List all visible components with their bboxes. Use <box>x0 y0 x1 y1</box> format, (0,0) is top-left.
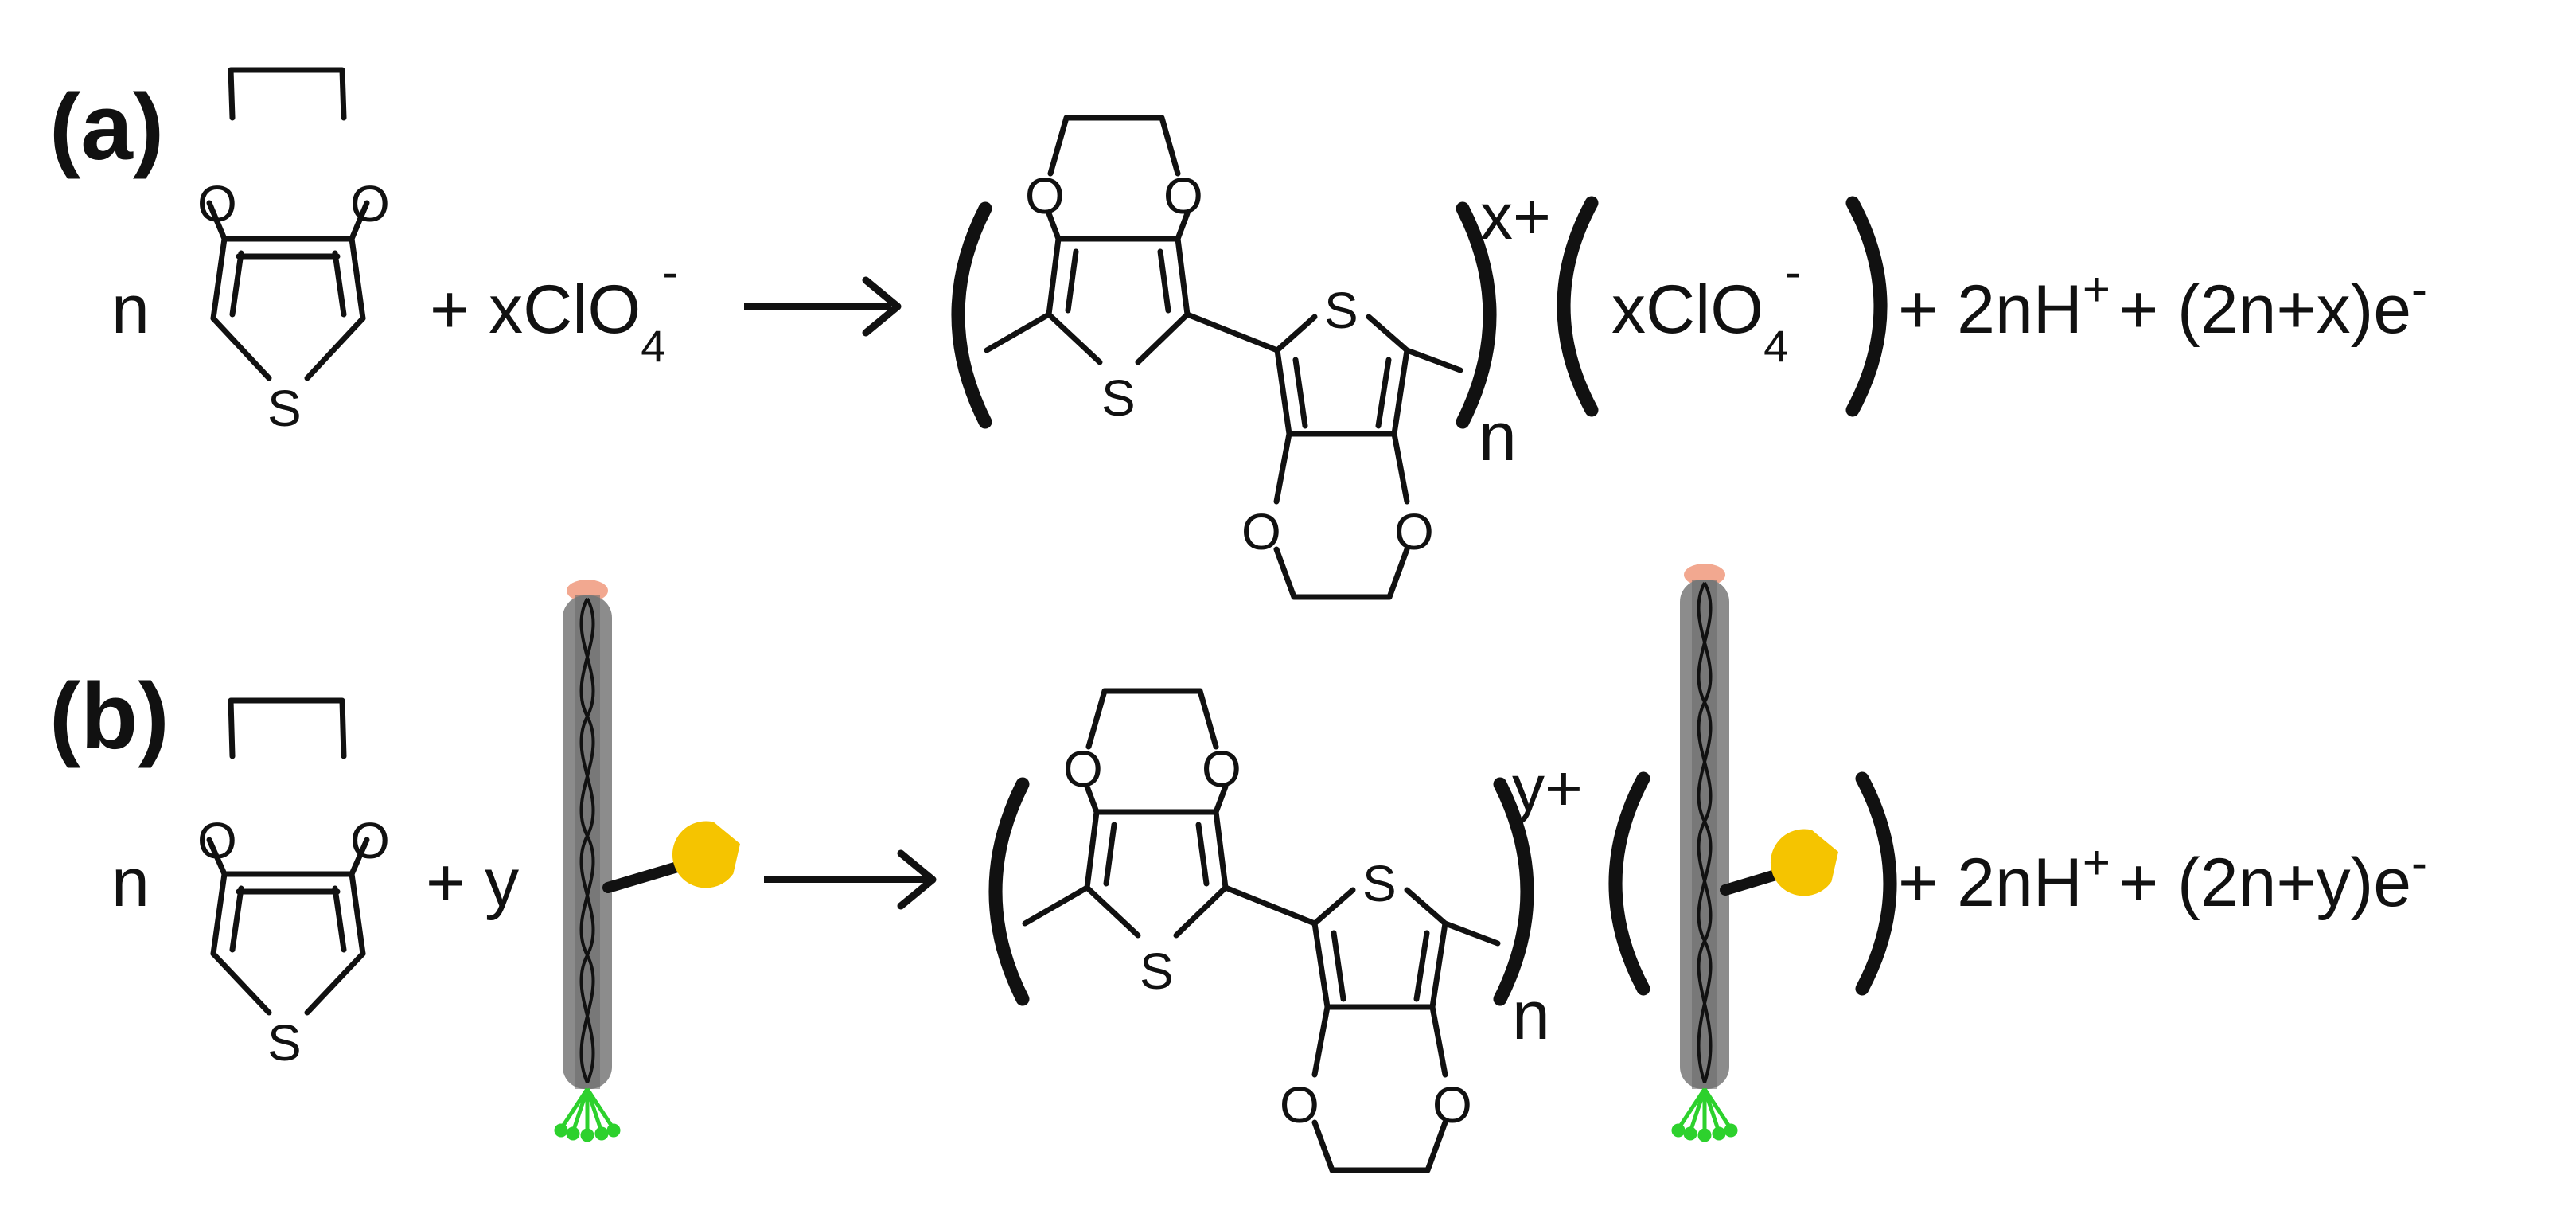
oxygen-atom: O <box>1163 167 1203 224</box>
pedot-polymer-b: O O S S O O <box>988 688 1534 1173</box>
oxygen-atom: O <box>1025 167 1065 224</box>
sulfur-atom: S <box>1324 282 1358 339</box>
oxygen-atom: O <box>1202 740 1241 798</box>
micelle-rod-reagent <box>554 580 740 1142</box>
polymer-subscript-a: n <box>1479 399 1517 475</box>
monomer-coefficient-b: n <box>111 845 150 921</box>
panel-b: (b) O O S n + y <box>49 564 2427 1173</box>
pacman-icon <box>672 821 740 888</box>
counterion-paren-left-b <box>1608 771 1650 996</box>
panel-a: (a) O O S n + xClO4- <box>49 67 2427 600</box>
pacman-icon <box>1770 829 1838 896</box>
counterion-a: xClO4- <box>1611 245 1801 371</box>
rod-tail <box>554 1087 621 1142</box>
oxygen-atom: O <box>1394 503 1434 560</box>
panel-a-label: (a) <box>49 75 164 180</box>
oxygen-atom: O <box>1241 503 1281 560</box>
rod-tail <box>1671 1087 1738 1142</box>
panel-b-label: (b) <box>49 664 170 769</box>
products-b: + 2nH++ (2n+y)e- <box>1898 836 2427 921</box>
micelle-rod-counterion <box>1671 564 1838 1142</box>
counterion-paren-right-a <box>1845 196 1888 417</box>
oxygen-atom: O <box>1063 740 1103 798</box>
oxygen-atom: O <box>1280 1076 1319 1134</box>
reaction-arrow-a <box>744 276 902 337</box>
reaction-arrow-b <box>764 849 937 910</box>
polymer-charge-a: x+ <box>1480 181 1551 253</box>
edot-monomer-a: O O S <box>197 67 390 437</box>
oxygen-atom: O <box>350 175 390 232</box>
sulfur-atom: S <box>1140 943 1174 1000</box>
sulfur-atom: S <box>267 380 302 437</box>
oxygen-atom: O <box>1432 1076 1472 1134</box>
oxygen-atom: O <box>350 812 390 869</box>
oxygen-atom: O <box>197 812 237 869</box>
counterion-paren-left-a <box>1557 196 1599 417</box>
sulfur-atom: S <box>1101 369 1136 427</box>
reagent-b: + y <box>426 845 519 921</box>
monomer-coefficient-a: n <box>111 271 150 348</box>
sulfur-atom: S <box>1362 855 1397 912</box>
edot-monomer-b: O O S <box>197 697 390 1072</box>
sulfur-atom: S <box>267 1014 302 1072</box>
pedot-polymer-a: O O S S O O <box>951 115 1497 600</box>
counterion-paren-right-b <box>1855 771 1897 996</box>
reagent-a: + xClO4- <box>430 245 678 371</box>
oxygen-atom: O <box>197 175 237 232</box>
polymer-charge-b: y+ <box>1512 752 1583 825</box>
polymer-subscript-b: n <box>1512 978 1550 1054</box>
products-a: + 2nH++ (2n+x)e- <box>1898 263 2427 348</box>
